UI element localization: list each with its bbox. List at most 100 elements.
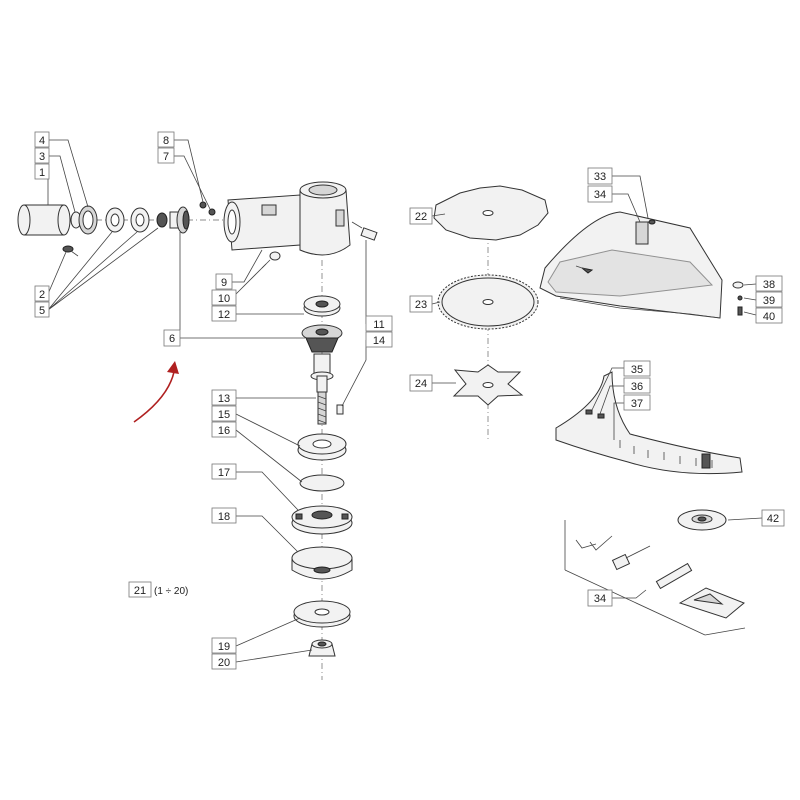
callout-5: 5 — [34, 301, 50, 318]
svg-text:34: 34 — [594, 189, 606, 201]
svg-text:15: 15 — [218, 409, 230, 421]
callout-7: 7 — [157, 147, 175, 164]
svg-text:23: 23 — [415, 299, 427, 311]
callout-11: 11 — [365, 315, 393, 332]
svg-text:14: 14 — [373, 335, 385, 347]
svg-text:40: 40 — [763, 311, 775, 323]
svg-text:19: 19 — [218, 641, 230, 653]
callout-10: 10 — [211, 289, 237, 306]
part-42-washer-disc — [677, 509, 727, 531]
callout-42: 42 — [761, 509, 785, 527]
svg-text:5: 5 — [39, 305, 45, 317]
callouts: 4 3 1 2 5 8 7 6 9 10 12 11 14 13 15 16 1… — [34, 131, 785, 670]
callout-1: 1 — [34, 163, 50, 180]
highlight-arrow — [133, 361, 179, 423]
part-18-cup — [291, 546, 353, 580]
svg-text:8: 8 — [163, 135, 169, 147]
svg-text:39: 39 — [763, 295, 775, 307]
part-6-bevel-gear — [169, 206, 190, 234]
svg-text:35: 35 — [631, 364, 643, 376]
callout-3: 3 — [34, 147, 50, 164]
svg-text:4: 4 — [39, 135, 45, 147]
callout-36: 36 — [623, 377, 651, 394]
leader-lines — [47, 139, 763, 663]
part-16-circlip — [299, 474, 345, 492]
allen-keys — [575, 535, 613, 551]
callout-15: 15 — [211, 405, 237, 422]
callout-12: 12 — [211, 305, 237, 322]
callout-40: 40 — [755, 307, 783, 324]
callout-39: 39 — [755, 291, 783, 308]
part-22-disc-blade — [433, 185, 549, 241]
part-4-ring — [78, 205, 98, 235]
svg-text:6: 6 — [169, 333, 175, 345]
svg-text:18: 18 — [218, 511, 230, 523]
part-13-spindle-shaft — [310, 353, 334, 425]
callout-9: 9 — [215, 273, 233, 290]
callout-19: 19 — [211, 637, 237, 654]
callout-34-kit: 34 — [587, 589, 613, 607]
callout-24: 24 — [409, 374, 433, 392]
svg-text:37: 37 — [631, 398, 643, 410]
tool-bag — [678, 587, 745, 619]
vertical-bevel-gear — [301, 324, 343, 353]
part-20-nut — [308, 639, 336, 657]
svg-text:21: 21 — [134, 585, 146, 597]
box-spanner — [655, 562, 693, 590]
svg-text:7: 7 — [163, 151, 169, 163]
part-19-washer — [293, 600, 351, 628]
part-2-screw — [62, 245, 79, 257]
callout-6: 6 — [163, 329, 181, 347]
blade-guard — [539, 211, 744, 319]
callout-20: 20 — [211, 653, 237, 670]
part-1-tube — [17, 204, 71, 236]
guard-extension — [555, 371, 743, 475]
svg-text:11: 11 — [373, 319, 384, 331]
svg-text:2: 2 — [39, 289, 45, 301]
svg-text:12: 12 — [218, 309, 230, 321]
svg-text:38: 38 — [763, 279, 775, 291]
svg-text:34: 34 — [594, 593, 606, 605]
gearbox-horizontal-assembly — [17, 181, 378, 415]
callout-21: 21 (1 ÷ 20) — [128, 581, 188, 598]
assembly-note: (1 ÷ 20) — [154, 586, 188, 597]
svg-text:13: 13 — [218, 393, 230, 405]
part-15-bearing — [297, 433, 347, 461]
svg-text:1: 1 — [39, 167, 45, 179]
callout-13: 13 — [211, 389, 237, 406]
tool-kit — [564, 509, 746, 636]
gear-housing — [223, 181, 351, 256]
callout-38: 38 — [755, 275, 783, 292]
part-38-40-hardware — [732, 281, 744, 316]
blades — [433, 185, 549, 440]
part-11-bolt — [351, 221, 378, 241]
callout-14: 14 — [365, 331, 393, 348]
part-23-saw-blade — [437, 274, 539, 330]
svg-text:22: 22 — [415, 211, 427, 223]
svg-text:36: 36 — [631, 381, 643, 393]
callout-18: 18 — [211, 507, 237, 524]
callout-34-guard: 34 — [587, 185, 613, 203]
svg-text:9: 9 — [221, 277, 227, 289]
svg-text:24: 24 — [415, 378, 427, 390]
svg-text:20: 20 — [218, 657, 230, 669]
part-12-bearing — [303, 295, 341, 317]
part-17-flange — [291, 505, 353, 535]
callout-35: 35 — [623, 360, 651, 377]
callout-22: 22 — [409, 207, 433, 225]
callout-4: 4 — [34, 131, 50, 148]
part-35-36-screws — [585, 409, 605, 419]
callout-23: 23 — [409, 295, 433, 313]
part-5-bearings — [105, 207, 168, 233]
callout-37: 37 — [623, 394, 651, 411]
svg-text:33: 33 — [594, 171, 606, 183]
svg-text:16: 16 — [218, 425, 230, 437]
callout-17: 17 — [211, 463, 237, 480]
spindle-stack — [291, 260, 353, 680]
screwdriver — [611, 545, 651, 571]
svg-text:3: 3 — [39, 151, 45, 163]
part-14-pin — [336, 404, 344, 415]
callout-16: 16 — [211, 421, 237, 438]
svg-text:42: 42 — [767, 513, 779, 525]
